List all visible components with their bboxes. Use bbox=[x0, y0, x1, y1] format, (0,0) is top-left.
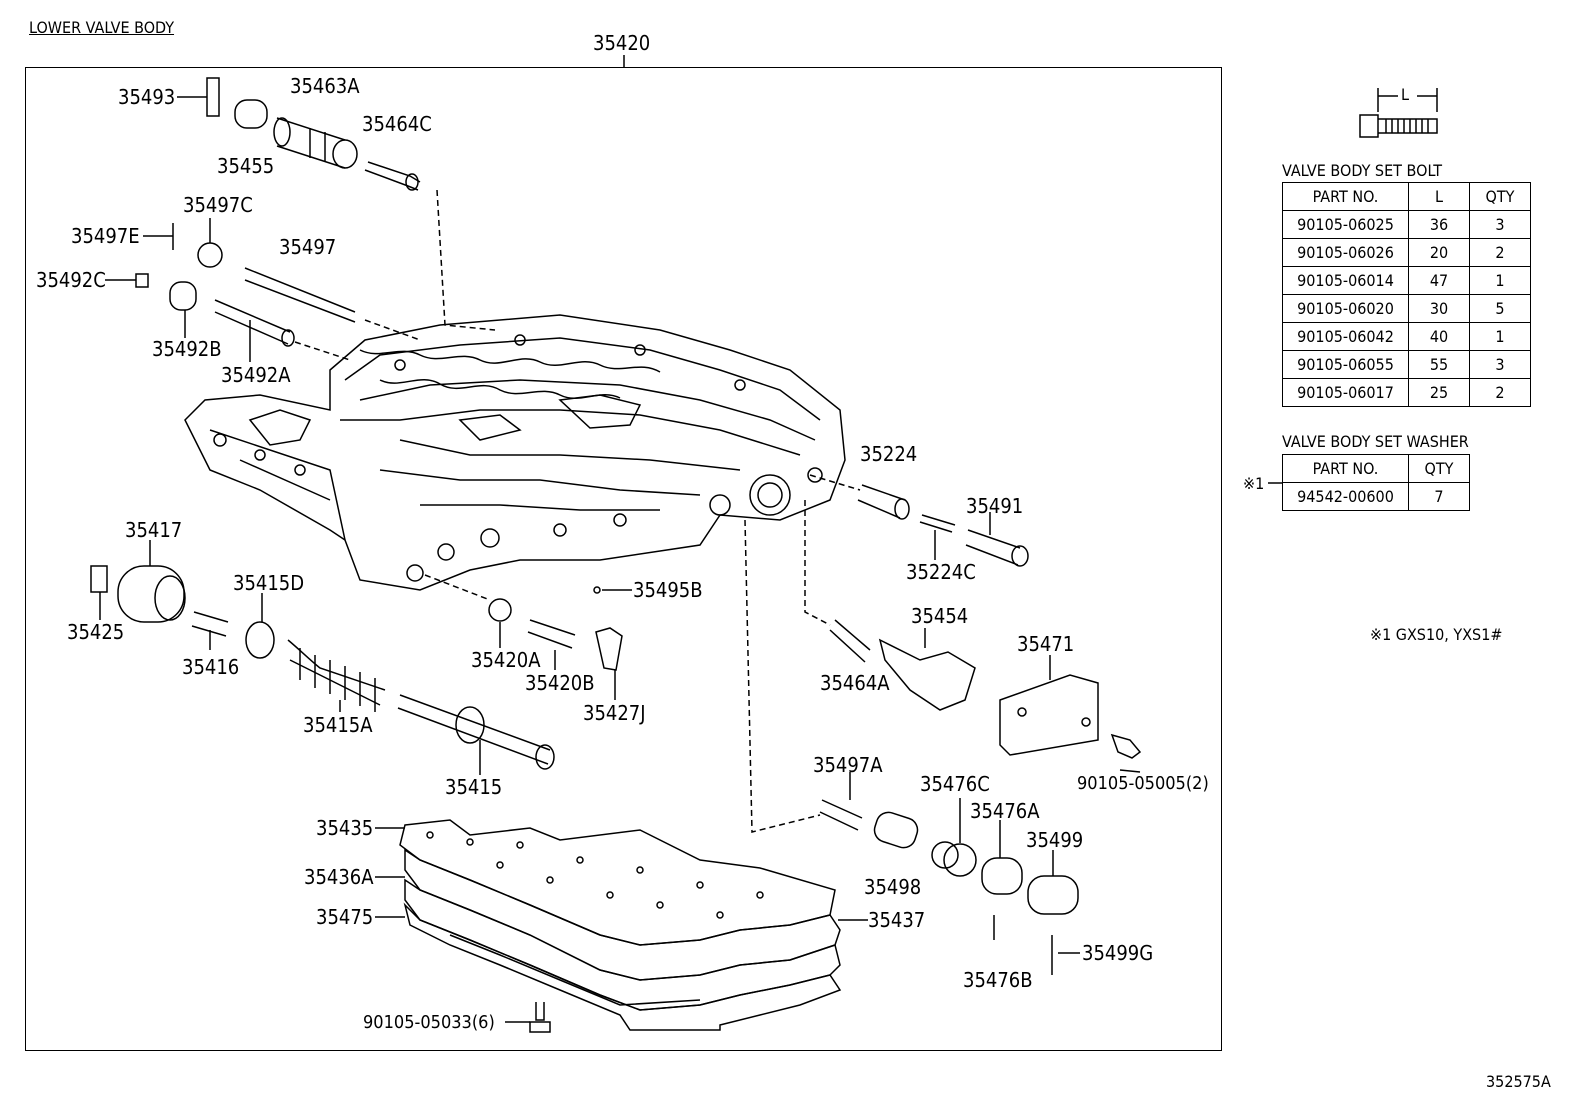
part-label-35415: 35415 bbox=[445, 775, 503, 799]
part-label-35491: 35491 bbox=[966, 494, 1024, 518]
length: 36 bbox=[1408, 210, 1470, 239]
part-number: 90105-06042 bbox=[1282, 322, 1409, 351]
quantity: 3 bbox=[1469, 350, 1531, 379]
part-label-35499: 35499 bbox=[1026, 828, 1084, 852]
length: 40 bbox=[1408, 322, 1470, 351]
part-label-35476b: 35476B bbox=[963, 968, 1033, 992]
washer-table-header-qty: QTY bbox=[1408, 454, 1470, 483]
quantity: 5 bbox=[1469, 294, 1531, 323]
bolt-table-header-l: L bbox=[1408, 182, 1470, 211]
table-row: 90105-06020 30 5 bbox=[1282, 294, 1531, 323]
part-label-35499g: 35499G bbox=[1082, 941, 1154, 965]
bolt-table-caption: VALVE BODY SET BOLT bbox=[1282, 161, 1443, 180]
part-label-35436a: 35436A bbox=[304, 865, 374, 889]
part-label-35437: 35437 bbox=[868, 908, 926, 932]
part-label-35497a: 35497A bbox=[813, 753, 883, 777]
part-label-35435: 35435 bbox=[316, 816, 374, 840]
table-row: 90105-06026 20 2 bbox=[1282, 238, 1531, 267]
part-label-90105-05033: 90105-05033(6) bbox=[363, 1012, 495, 1033]
part-label-35495b: 35495B bbox=[633, 578, 703, 602]
table-row: 90105-06055 55 3 bbox=[1282, 350, 1531, 379]
quantity: 1 bbox=[1469, 266, 1531, 295]
table-row: 90105-06025 36 3 bbox=[1282, 210, 1531, 239]
table-row: 90105-06014 47 1 bbox=[1282, 266, 1531, 295]
part-label-35464c: 35464C bbox=[362, 112, 432, 136]
part-number: 90105-06025 bbox=[1282, 210, 1409, 239]
part-label-35475: 35475 bbox=[316, 905, 374, 929]
part-label-35224: 35224 bbox=[860, 442, 918, 466]
part-label-35224c: 35224C bbox=[906, 560, 976, 584]
part-label-35463a: 35463A bbox=[290, 74, 360, 98]
table-row: 90105-06042 40 1 bbox=[1282, 322, 1531, 351]
table-row: 94542-00600 7 bbox=[1282, 482, 1470, 511]
part-label-35492c: 35492C bbox=[36, 268, 106, 292]
part-number: 90105-06014 bbox=[1282, 266, 1409, 295]
length: 30 bbox=[1408, 294, 1470, 323]
part-label-35425: 35425 bbox=[67, 620, 125, 644]
part-number: 90105-06017 bbox=[1282, 378, 1409, 407]
right-side-parts bbox=[744, 474, 1142, 975]
figure-code: 352575A bbox=[1486, 1072, 1551, 1091]
quantity: 2 bbox=[1469, 238, 1531, 267]
part-label-35455: 35455 bbox=[217, 154, 275, 178]
part-label-35493: 35493 bbox=[118, 85, 176, 109]
part-label-35420a: 35420A bbox=[471, 648, 541, 672]
upper-left-parts bbox=[105, 77, 496, 362]
part-label-35417: 35417 bbox=[125, 518, 183, 542]
part-label-35497c: 35497C bbox=[183, 193, 253, 217]
washer-marker: ※1 bbox=[1243, 474, 1265, 493]
valve-body-casting bbox=[184, 314, 846, 591]
part-number: 90105-06026 bbox=[1282, 238, 1409, 267]
part-label-35464a: 35464A bbox=[820, 671, 890, 695]
part-number: 90105-06055 bbox=[1282, 350, 1409, 379]
length: 25 bbox=[1408, 378, 1470, 407]
part-label-35497e: 35497E bbox=[71, 224, 140, 248]
part-number: 90105-06020 bbox=[1282, 294, 1409, 323]
diagram-frame bbox=[25, 67, 1222, 1051]
quantity: 2 bbox=[1469, 378, 1531, 407]
part-label-35476a: 35476A bbox=[970, 799, 1040, 823]
washer-table-header-part: PART NO. bbox=[1282, 454, 1409, 483]
part-label-35476c: 35476C bbox=[920, 772, 990, 796]
part-label-35454: 35454 bbox=[911, 604, 969, 628]
bolt-table-header-qty: QTY bbox=[1469, 182, 1531, 211]
quantity: 1 bbox=[1469, 322, 1531, 351]
washer-table-caption: VALVE BODY SET WASHER bbox=[1282, 432, 1469, 451]
part-label-35498: 35498 bbox=[864, 875, 922, 899]
part-number: 94542-00600 bbox=[1282, 482, 1409, 511]
applicability-footnote: ※1 GXS10, YXS1# bbox=[1370, 625, 1503, 644]
diagram-title: LOWER VALVE BODY bbox=[29, 18, 175, 37]
lower-left-parts bbox=[90, 540, 632, 1033]
washer-table: PART NO. QTY 94542-00600 7 bbox=[1282, 454, 1470, 511]
part-label-35427j: 35427J bbox=[583, 701, 646, 725]
bolt-table-header-part: PART NO. bbox=[1282, 182, 1409, 211]
part-label-35492b: 35492B bbox=[152, 337, 222, 361]
part-label-35471: 35471 bbox=[1017, 632, 1075, 656]
quantity: 3 bbox=[1469, 210, 1531, 239]
bolt-sketch bbox=[1268, 88, 1438, 484]
part-label-35416: 35416 bbox=[182, 655, 240, 679]
part-label-90105-05005: 90105-05005(2) bbox=[1077, 773, 1209, 794]
length: 55 bbox=[1408, 350, 1470, 379]
part-label-35415a: 35415A bbox=[303, 713, 373, 737]
part-label-35497: 35497 bbox=[279, 235, 337, 259]
bolt-length-label: L bbox=[1401, 85, 1410, 104]
part-label-35420b: 35420B bbox=[525, 671, 595, 695]
bolt-table: PART NO. L QTY 90105-06025 36 3 90105-06… bbox=[1282, 182, 1531, 407]
length: 47 bbox=[1408, 266, 1470, 295]
part-label-35415d: 35415D bbox=[233, 571, 305, 595]
separator-plates bbox=[399, 819, 842, 1031]
assembly-label: 35420 bbox=[593, 31, 651, 55]
table-row: 90105-06017 25 2 bbox=[1282, 378, 1531, 407]
part-label-35492a: 35492A bbox=[221, 363, 291, 387]
length: 20 bbox=[1408, 238, 1470, 267]
quantity: 7 bbox=[1408, 482, 1470, 511]
